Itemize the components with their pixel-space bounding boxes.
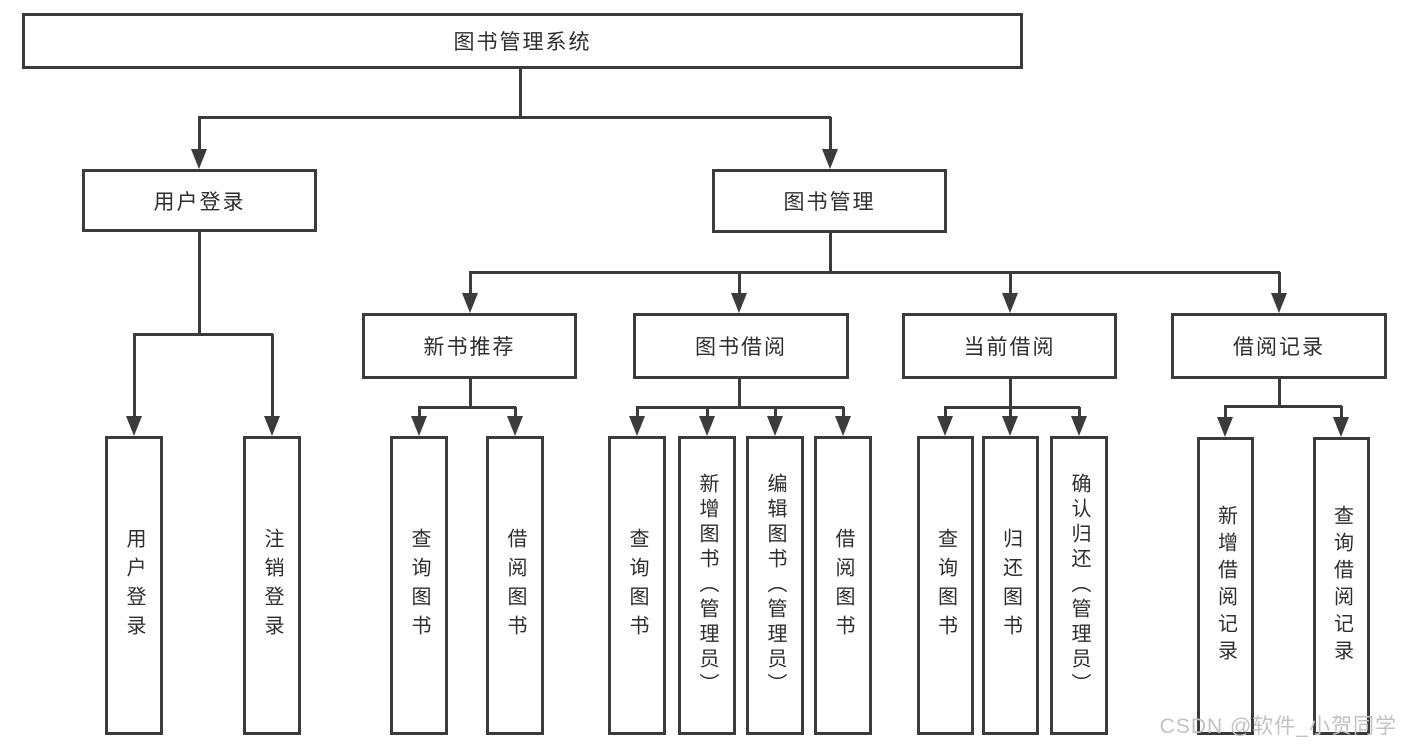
arrowhead-icon (411, 416, 427, 436)
arrowhead-icon (191, 149, 207, 169)
arrow-shaft (198, 117, 201, 153)
leaf-label: 归还图书 (999, 527, 1022, 644)
connector-hline (418, 406, 516, 409)
arrow-shaft (514, 407, 517, 420)
arrowhead-icon (264, 416, 280, 436)
arrowhead-icon (1333, 417, 1349, 437)
arrow-shaft (829, 117, 832, 153)
connector-hline (133, 333, 273, 336)
leaf-label: 编辑图书（管理员） (764, 473, 786, 698)
node-label: 用户登录 (153, 190, 246, 214)
connector-vline (829, 233, 832, 274)
node-label: 当前借阅 (963, 336, 1056, 359)
leaf-add-book-admin: 新增图书（管理员） (678, 436, 736, 735)
connector-vline (198, 232, 201, 336)
connector-vline (519, 69, 522, 119)
arrow-shaft (842, 407, 845, 420)
leaf-label: 注销登录 (261, 527, 283, 644)
connector-hline (1224, 405, 1342, 408)
arrowhead-icon (126, 416, 142, 436)
arrowhead-icon (507, 416, 523, 436)
arrowhead-icon (1271, 293, 1287, 313)
node-new-book-recommendation: 新书推荐 (362, 313, 577, 379)
connector-vline (469, 379, 472, 409)
arrowhead-icon (1217, 417, 1233, 437)
node-book-borrowing: 图书借阅 (633, 313, 849, 379)
leaf-label: 查询图书 (626, 527, 648, 644)
leaf-label: 新增图书（管理员） (696, 473, 718, 698)
leaf-query-borrow-record: 查询借阅记录 (1313, 437, 1370, 735)
connector-hline (944, 406, 1080, 409)
arrowhead-icon (937, 416, 953, 436)
arrowhead-icon (767, 416, 783, 436)
arrowhead-icon (1002, 293, 1018, 313)
leaf-query-books-1: 查询图书 (390, 436, 448, 735)
node-label: 图书管理系统 (453, 31, 592, 54)
leaf-label: 用户登录 (123, 527, 145, 644)
arrow-shaft (774, 407, 777, 420)
node-current-borrowing: 当前借阅 (902, 313, 1117, 379)
arrow-shaft (738, 272, 741, 297)
arrow-shaft (469, 272, 472, 297)
arrow-shaft (636, 407, 639, 420)
leaf-user-login: 用户登录 (105, 436, 163, 735)
leaf-label: 借阅图书 (504, 527, 526, 644)
leaf-borrow-books-1: 借阅图书 (486, 436, 544, 735)
node-label: 图书管理 (783, 191, 876, 214)
connector-hline (636, 406, 844, 409)
arrow-shaft (418, 407, 421, 420)
arrow-shaft (1278, 272, 1281, 297)
arrow-shaft (1340, 406, 1343, 421)
node-borrowing-records: 借阅记录 (1171, 313, 1387, 379)
arrow-shaft (133, 334, 136, 420)
leaf-logout: 注销登录 (243, 436, 301, 735)
node-library-system: 图书管理系统 (22, 13, 1023, 69)
csdn-watermark: CSDN @软件_小贺同学 (1159, 715, 1397, 738)
leaf-query-books-3: 查询图书 (917, 436, 974, 735)
leaf-confirm-return-admin: 确认归还（管理员） (1050, 436, 1108, 735)
arrowhead-icon (629, 416, 645, 436)
arrow-shaft (1009, 272, 1012, 297)
leaf-label: 确认归还（管理员） (1068, 473, 1090, 698)
connector-vline (738, 379, 741, 409)
arrowhead-icon (822, 149, 838, 169)
leaf-label: 查询图书 (934, 527, 957, 644)
arrow-shaft (944, 407, 947, 420)
leaf-borrow-books-2: 借阅图书 (814, 436, 872, 735)
leaf-add-borrow-record: 新增借阅记录 (1197, 437, 1254, 735)
arrow-shaft (1224, 406, 1227, 421)
arrowhead-icon (1002, 416, 1018, 436)
leaf-label: 查询借阅记录 (1330, 505, 1353, 667)
arrowhead-icon (462, 293, 478, 313)
arrowhead-icon (731, 293, 747, 313)
arrowhead-icon (699, 416, 715, 436)
connector-hline (469, 271, 1280, 274)
arrow-shaft (1009, 407, 1012, 420)
node-label: 借阅记录 (1233, 336, 1325, 359)
node-user-login: 用户登录 (82, 169, 317, 232)
node-book-management: 图书管理 (712, 169, 947, 233)
leaf-return-book: 归还图书 (982, 436, 1039, 735)
connector-vline (1009, 379, 1012, 409)
arrowhead-icon (1071, 416, 1087, 436)
node-label: 图书借阅 (695, 336, 787, 359)
leaf-query-books-2: 查询图书 (608, 436, 666, 735)
arrow-shaft (1078, 407, 1081, 420)
leaf-label: 查询图书 (408, 527, 430, 644)
arrow-shaft (271, 334, 274, 420)
leaf-label: 借阅图书 (832, 527, 854, 644)
leaf-edit-book-admin: 编辑图书（管理员） (746, 436, 804, 735)
arrow-shaft (706, 407, 709, 420)
node-label: 新书推荐 (423, 336, 516, 359)
leaf-label: 新增借阅记录 (1214, 505, 1237, 667)
connector-vline (1278, 379, 1281, 408)
arrowhead-icon (835, 416, 851, 436)
connector-hline (198, 116, 831, 119)
